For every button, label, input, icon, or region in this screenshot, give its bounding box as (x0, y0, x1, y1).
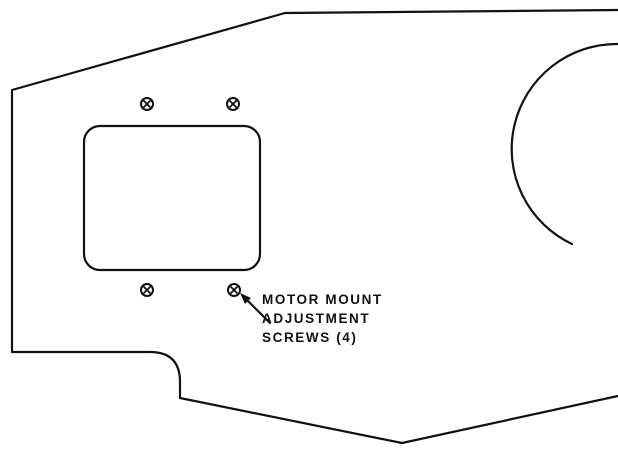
callout-label-line-1: MOTOR MOUNT (262, 292, 383, 307)
screw-top-right (226, 97, 240, 111)
callout-leader-arrow (240, 293, 272, 325)
circular-cutout (510, 42, 618, 246)
callout-label-line-3: SCREWS (4) (262, 330, 358, 345)
screw-bottom-left (140, 283, 154, 297)
screw-top-left (140, 97, 154, 111)
screw-bottom-right (227, 283, 241, 297)
callout-label-line-2: ADJUSTMENT (262, 311, 370, 326)
mounting-plate-outline (10, 8, 618, 445)
rectangular-window-cutout (82, 124, 262, 272)
